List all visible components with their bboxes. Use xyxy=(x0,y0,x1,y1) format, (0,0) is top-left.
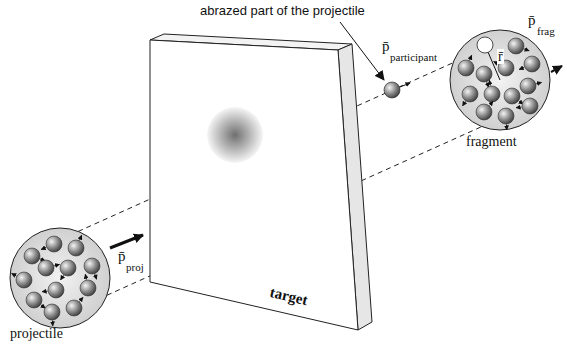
nucleus-outline xyxy=(10,228,110,328)
nucleon-momentum xyxy=(463,101,466,106)
node-outline xyxy=(146,30,378,334)
nucleon-momentum xyxy=(12,273,17,276)
vacancy-hole xyxy=(477,37,493,53)
nucleon-momentum xyxy=(79,297,83,301)
nucleon-momentum xyxy=(487,82,489,87)
momentum-arrow xyxy=(551,66,562,72)
vector-symbol: p̄ xyxy=(382,38,390,55)
nucleon xyxy=(66,300,82,316)
nucleon xyxy=(484,86,500,102)
nucleon-momentum xyxy=(79,235,81,240)
nucleon-momentum xyxy=(524,49,529,51)
nucleon xyxy=(458,60,474,76)
nucleon xyxy=(68,240,84,256)
nucleon-momentum xyxy=(85,274,86,279)
nucleon-momentum xyxy=(516,107,521,109)
node-outline xyxy=(446,26,554,152)
nucleon-momentum xyxy=(536,82,541,83)
target-slab: target xyxy=(146,30,378,334)
nucleon xyxy=(524,56,540,72)
nucleon xyxy=(38,260,54,276)
vector-subscript: participant xyxy=(390,51,437,63)
nucleon xyxy=(44,304,60,320)
nucleon xyxy=(508,38,524,54)
nucleon-momentum xyxy=(489,101,493,105)
nucleon xyxy=(520,78,536,94)
nucleon xyxy=(522,98,538,114)
nucleon-momentum xyxy=(54,264,59,265)
nucleon xyxy=(84,258,100,274)
nucleon xyxy=(16,272,32,288)
nucleon-momentum xyxy=(519,67,524,69)
interaction-zone xyxy=(207,107,263,163)
nucleon xyxy=(498,108,514,124)
node-label: projectile xyxy=(10,326,63,341)
nucleon-momentum xyxy=(489,80,490,85)
nucleon xyxy=(80,280,96,296)
fragment-nucleus: fragment xyxy=(446,26,554,152)
nucleon xyxy=(462,86,478,102)
nucleon xyxy=(26,292,42,308)
nucleon-momentum xyxy=(95,274,97,279)
vector-symbol: r̄ xyxy=(497,49,504,64)
vector-symbol: p̄ xyxy=(528,12,536,29)
nucleon xyxy=(24,248,40,264)
projectile-nucleus: projectile xyxy=(8,226,116,346)
nucleon xyxy=(60,260,76,276)
nucleon-momentum xyxy=(42,291,47,293)
nucleon-momentum xyxy=(52,320,53,325)
node-label: fragment xyxy=(466,134,517,149)
vector-subscript: frag xyxy=(537,25,555,37)
nucleus-outline xyxy=(450,30,550,130)
callout-text: abrazed part of the projectile xyxy=(200,4,365,18)
nucleon xyxy=(48,282,64,298)
nucleon xyxy=(476,66,492,82)
momentum-arrow xyxy=(400,83,410,87)
nucleon xyxy=(476,104,492,120)
nucleon xyxy=(46,236,62,252)
vector-subscript: proj xyxy=(126,261,144,273)
nucleon-momentum xyxy=(469,55,471,60)
participant-nucleon xyxy=(384,82,400,98)
nucleon-momentum xyxy=(61,275,64,280)
nucleon-momentum xyxy=(41,247,46,249)
slab-face xyxy=(150,40,358,330)
momentum-arrow xyxy=(110,235,143,248)
nucleon-momentum xyxy=(506,124,507,129)
vector-symbol: p̄ xyxy=(118,248,126,265)
nucleon-momentum xyxy=(41,305,45,308)
nucleon xyxy=(504,88,520,104)
